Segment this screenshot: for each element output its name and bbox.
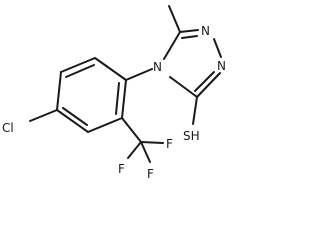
triazole-bond [163,31,181,60]
atom-label-fluorine-1: F [166,137,173,151]
ring-bond [60,57,96,73]
triazole-double-bond [181,35,198,39]
triazole-ring [163,29,222,98]
ring-bond [121,79,127,119]
atom-label-fluorine-2: F [118,162,125,176]
bond-thiol [192,96,198,125]
atom-label-n4: N [153,60,162,74]
ring-bond [87,117,123,133]
bond-ring-n4 [125,68,153,81]
ring-bond [94,57,127,81]
benzene-ring [56,57,127,133]
triazole-bond [169,76,198,98]
atom-label-chlorine: Cl [2,121,14,135]
bond-cf3-fluorine-1 [140,141,164,144]
bond-ring-cf3 [121,117,142,143]
atom-label-fluorine-3: F [147,167,154,181]
triazole-bond [196,72,221,98]
triazole-bond [179,29,199,33]
triazole-bond [213,38,222,58]
ring-inner-double-bond [65,64,95,78]
ring-inner-double-bond [115,82,120,115]
bond-methyl [168,5,181,33]
molecule-structure: Cl N N N SH F F F [2,5,226,181]
ring-inner-double-bond [62,107,88,126]
bond-cf3-fluorine-3 [140,141,151,163]
atom-label-n1: N [201,24,210,38]
bond-ring-chlorine [29,109,58,122]
triazole-double-bond [194,71,215,92]
ring-bond [56,109,89,133]
ring-bond [56,71,62,111]
atom-label-thiol: SH [183,129,200,143]
bond-cf3-fluorine-2 [127,141,142,159]
atom-label-n2: N [217,59,226,73]
